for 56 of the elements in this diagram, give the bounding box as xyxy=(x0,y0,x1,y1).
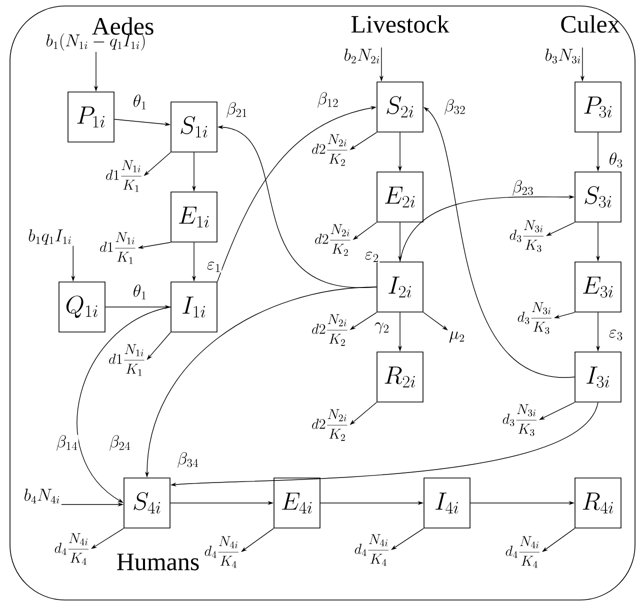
compartment-box: $P_{1i}$ xyxy=(68,92,114,142)
rate-term: $d2\frac{N_{2i}}{K_2}$ xyxy=(315,224,350,256)
compartment-box: $S_{2i}$ xyxy=(376,82,424,132)
edge-label: $\beta_{24}$ xyxy=(108,434,132,452)
edge-label: $\beta_{14}$ xyxy=(56,434,78,452)
compartment-box: $E_{3i}$ xyxy=(574,262,622,312)
edge-label: $\beta_{32}$ xyxy=(444,98,466,116)
group-title: Livestock xyxy=(351,15,450,33)
compartment-box: $I_{3i}$ xyxy=(574,352,622,402)
compartment-box: $R_{4i}$ xyxy=(574,478,622,528)
edge-label: $\varepsilon_1$ xyxy=(206,261,222,273)
rate-term: $d_3\frac{N_{3i}}{K_3}$ xyxy=(510,220,544,252)
edge-label: $\beta_{12}$ xyxy=(316,92,340,108)
group-title: Culex xyxy=(561,15,620,33)
compartment-box: $I_{2i}$ xyxy=(376,262,424,312)
rate-term: $\mu_2$ xyxy=(449,331,464,343)
rate-term: $d_4\frac{N_{4i}}{K_4}$ xyxy=(354,534,389,566)
rate-term: $d2\frac{N_{2i}}{K_2}$ xyxy=(312,314,348,346)
edge-label: $\theta_3$ xyxy=(608,152,624,168)
compartment-box: $E_{2i}$ xyxy=(376,172,424,222)
rate-term: $b_2N_{2i}$ xyxy=(344,48,380,64)
rate-term: $d_3\frac{N_{3i}}{K_3}$ xyxy=(502,404,537,436)
edge-label: $\beta_{21}$ xyxy=(226,102,248,118)
compartment-box: $E_{4i}$ xyxy=(274,478,320,528)
edge-label: $\beta_{34}$ xyxy=(176,452,200,468)
rate-term: $d_4\frac{N_{4i}}{K_4}$ xyxy=(204,536,239,568)
rate-term: $d2\frac{N_{2i}}{K_2}$ xyxy=(312,134,348,166)
edge-label: $\gamma_2$ xyxy=(374,322,390,334)
rate-term: $d1\frac{N_{1i}}{K_1}$ xyxy=(109,344,144,376)
compartment-box: $E_{1i}$ xyxy=(170,192,218,242)
rate-term: $b_4N_{4i}$ xyxy=(24,488,60,504)
rate-term: $d1\frac{N_{1i}}{K_1}$ xyxy=(106,160,142,192)
compartment-box: $P_{3i}$ xyxy=(574,82,622,132)
compartment-box: $S_{4i}$ xyxy=(124,478,170,528)
rate-term: $d1\frac{N_{1i}}{K_1}$ xyxy=(100,232,136,264)
compartment-box: $Q_{1i}$ xyxy=(58,282,106,332)
rate-term: $b_1(N_{1i}-q_1I_{1i})$ xyxy=(46,33,145,51)
edge-label: $\varepsilon_3$ xyxy=(608,329,624,341)
compartment-box: $R_{2i}$ xyxy=(376,352,424,402)
group-title: Humans xyxy=(117,554,199,570)
group-title: Aedes xyxy=(92,17,154,35)
rate-term: $d_3\frac{N_{3i}}{K_3}$ xyxy=(518,302,552,334)
rate-term: $d2\frac{N_{2i}}{K_2}$ xyxy=(312,409,348,441)
rate-term: $d_4\frac{N_{4i}}{K_4}$ xyxy=(506,536,540,568)
compartment-box: $S_{3i}$ xyxy=(574,172,622,222)
compartment-box: $I_{4i}$ xyxy=(424,478,470,528)
arrow xyxy=(77,306,171,503)
edge-label: $\beta_{23}$ xyxy=(512,180,534,196)
edge-label: $\theta_1$ xyxy=(132,94,148,110)
rate-term: $d_4\frac{N_{4i}}{K_4}$ xyxy=(54,533,89,565)
rate-term: $b_1q_1I_{1i}$ xyxy=(28,229,71,245)
compartment-box: $S_{1i}$ xyxy=(170,102,218,152)
edge-label: $\varepsilon_2$ xyxy=(364,251,380,263)
compartment-box: $I_{1i}$ xyxy=(170,282,218,332)
edge-label: $\theta_1$ xyxy=(132,284,148,300)
rate-term: $b_3N_{3i}$ xyxy=(546,48,580,64)
